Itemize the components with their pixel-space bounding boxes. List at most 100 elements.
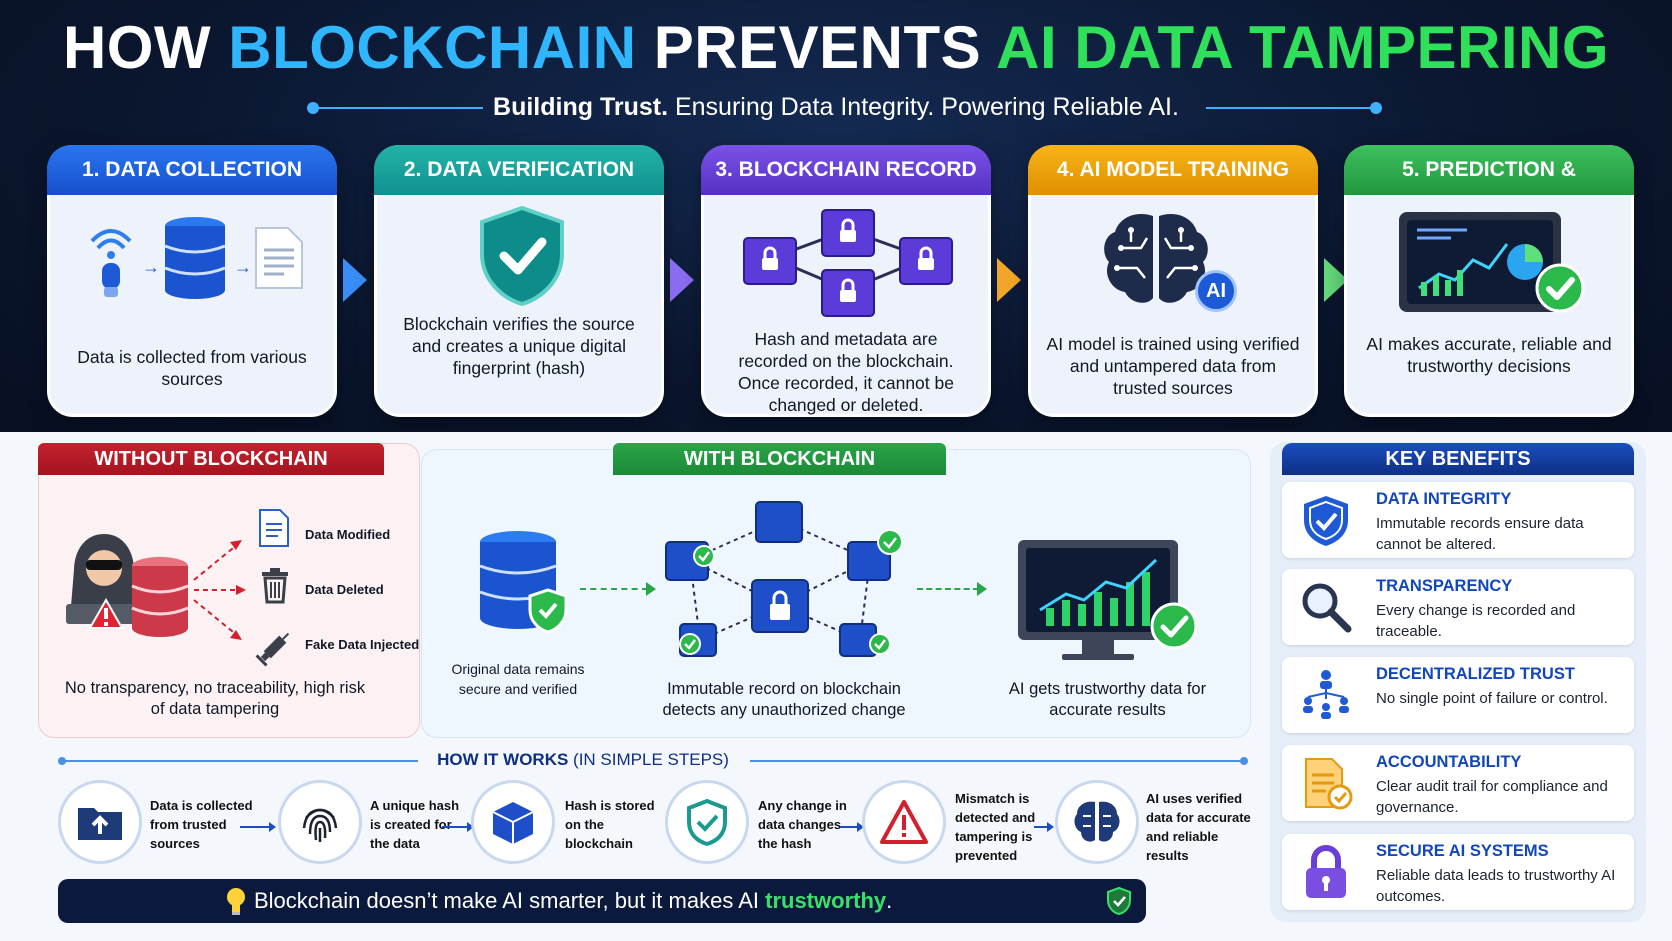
how-arrow	[840, 822, 864, 832]
benefit-secure-ai-systems: SECURE AI SYSTEMS Reliable data leads to…	[1282, 834, 1634, 910]
dashed-arrow	[580, 588, 648, 590]
audit-document-icon	[1305, 758, 1353, 810]
without-item-fake: Fake Data Injected	[305, 637, 420, 652]
benefit-title: ACCOUNTABILITY	[1376, 753, 1522, 771]
fingerprint-icon	[302, 808, 338, 842]
how-step-text: Any change in data changes the hash	[758, 798, 847, 851]
benefit-text: No single point of failure or control.	[1376, 690, 1608, 707]
blockchain-cubes-icon	[743, 209, 953, 317]
how-step-text: Data is collected from trusted sources	[150, 798, 253, 851]
how-line-right	[750, 760, 1244, 762]
without-item-modified: Data Modified	[305, 527, 391, 542]
database-icon	[164, 217, 226, 299]
monitor-chart-icon	[1018, 540, 1198, 660]
folder-upload-icon	[78, 808, 122, 840]
shield-check-icon	[687, 798, 727, 846]
step-data-collection: 1. DATA COLLECTION → → Data is collected…	[47, 145, 337, 417]
benefit-text: Clear audit trail for compliance and gov…	[1376, 778, 1608, 816]
dashed-arrow-head	[977, 582, 987, 596]
benefit-text: Every change is recorded and traceable.	[1376, 602, 1576, 640]
without-caption: No transparency, no traceability, high r…	[64, 679, 366, 718]
dashboard-monitor-icon	[1399, 212, 1561, 312]
how-step-5	[862, 780, 946, 864]
how-step-text: AI uses verified data for accurate and r…	[1146, 791, 1251, 863]
subtitle-line-right	[1206, 107, 1376, 109]
modified-document-icon	[259, 509, 289, 547]
benefit-data-integrity: DATA INTEGRITY Immutable records ensure …	[1282, 482, 1634, 558]
step-title: 2. DATA VERIFICATION	[374, 145, 664, 195]
quote-bar: Blockchain doesn’t make AI smarter, but …	[58, 879, 1146, 923]
shield-check-icon	[480, 205, 564, 307]
subtitle-dot-right	[1370, 102, 1382, 114]
subtitle: Building Trust. Ensuring Data Integrity.…	[493, 93, 1179, 121]
with-blockchain-title: WITH BLOCKCHAIN	[613, 443, 946, 475]
syringe-icon	[255, 632, 290, 667]
arrow-icon: →	[234, 257, 252, 277]
wifi-sensor-icon	[90, 229, 132, 297]
how-step-2	[278, 780, 362, 864]
step-blockchain-record: 3. BLOCKCHAIN RECORD Hash and metadata a…	[701, 145, 991, 417]
how-dot-left	[58, 757, 66, 765]
benefit-decentralized-trust: DECENTRALIZED TRUST No single point of f…	[1282, 657, 1634, 733]
benefit-text: Reliable data leads to trustworthy AI ou…	[1376, 867, 1616, 905]
how-line-left	[62, 760, 418, 762]
step-title: 5. PREDICTION & DECISIONS	[1344, 145, 1634, 231]
without-item-deleted: Data Deleted	[305, 582, 384, 597]
page-title: HOW BLOCKCHAIN PREVENTS AI DATA TAMPERIN…	[62, 14, 1610, 81]
how-step-text: Mismatch is detected and tampering is pr…	[955, 791, 1036, 863]
brain-icon	[1104, 213, 1208, 303]
quote-text: Blockchain doesn’t make AI smarter, but …	[254, 888, 766, 913]
warning-icon	[88, 598, 124, 629]
with-caption-right: AI gets trustworthy data for accurate re…	[1008, 680, 1207, 719]
with-caption-mid: Immutable record on blockchain detects a…	[662, 680, 906, 719]
benefit-title: DATA INTEGRITY	[1376, 490, 1512, 508]
step-title: 4. AI MODEL TRAINING	[1028, 145, 1318, 195]
how-step-text: A unique hash is created for the data	[370, 798, 460, 851]
benefit-title: TRANSPARENCY	[1376, 577, 1513, 595]
how-step-6	[1055, 780, 1139, 864]
step-description: AI makes accurate, reliable and trustwor…	[1366, 334, 1612, 376]
magnifier-icon	[1302, 583, 1352, 633]
network-people-icon	[1303, 670, 1349, 719]
dashed-arrows	[193, 540, 246, 640]
flow-arrow	[670, 258, 694, 302]
block-cube-icon	[492, 802, 534, 844]
how-step-text: Hash is stored on the blockchain	[565, 798, 655, 851]
step-prediction-decisions: 5. PREDICTION & DECISIONS AI makes accur…	[1344, 145, 1634, 417]
quote-end: .	[886, 888, 893, 913]
step-title: 1. DATA COLLECTION	[47, 145, 337, 195]
brain-icon	[1074, 801, 1120, 842]
step-description: Hash and metadata are recorded on the bl…	[738, 329, 954, 415]
flow-arrow	[997, 258, 1021, 302]
step-ai-model-training: 4. AI MODEL TRAINING AI AI model is trai…	[1028, 145, 1318, 417]
step-data-verification: 2. DATA VERIFICATION Blockchain verifies…	[374, 145, 664, 417]
trash-icon	[262, 568, 288, 604]
secure-database-icon	[479, 531, 568, 634]
blockchain-network-icon	[665, 501, 903, 657]
lightbulb-icon	[227, 888, 245, 915]
key-benefits-title: KEY BENEFITS	[1282, 443, 1634, 475]
subtitle-line-left	[313, 107, 483, 109]
benefit-accountability: ACCOUNTABILITY Clear audit trail for com…	[1282, 745, 1634, 821]
step-title: 3. BLOCKCHAIN RECORD	[701, 145, 991, 195]
without-blockchain-title: WITHOUT BLOCKCHAIN	[38, 443, 384, 475]
benefit-transparency: TRANSPARENCY Every change is recorded an…	[1282, 569, 1634, 645]
benefit-title: DECENTRALIZED TRUST	[1376, 665, 1575, 683]
step-description: Data is collected from various sources	[77, 347, 307, 389]
how-step-4	[665, 780, 749, 864]
how-step-1	[58, 780, 142, 864]
with-caption-left: Original data remains secure and verifie…	[451, 661, 585, 697]
shield-icon	[1304, 496, 1348, 546]
lock-icon	[1306, 845, 1346, 898]
flow-arrow	[343, 258, 367, 302]
database-icon	[131, 557, 189, 637]
how-arrow	[442, 822, 474, 832]
step-description: AI model is trained using verified and u…	[1046, 334, 1300, 398]
ai-badge: AI	[1195, 270, 1237, 312]
arrow-icon: →	[142, 257, 160, 277]
how-step-3	[471, 780, 555, 864]
warning-icon	[880, 800, 928, 844]
how-arrow	[240, 822, 276, 832]
check-badge-icon	[1535, 263, 1585, 313]
quote-highlight: trustworthy	[765, 888, 887, 913]
